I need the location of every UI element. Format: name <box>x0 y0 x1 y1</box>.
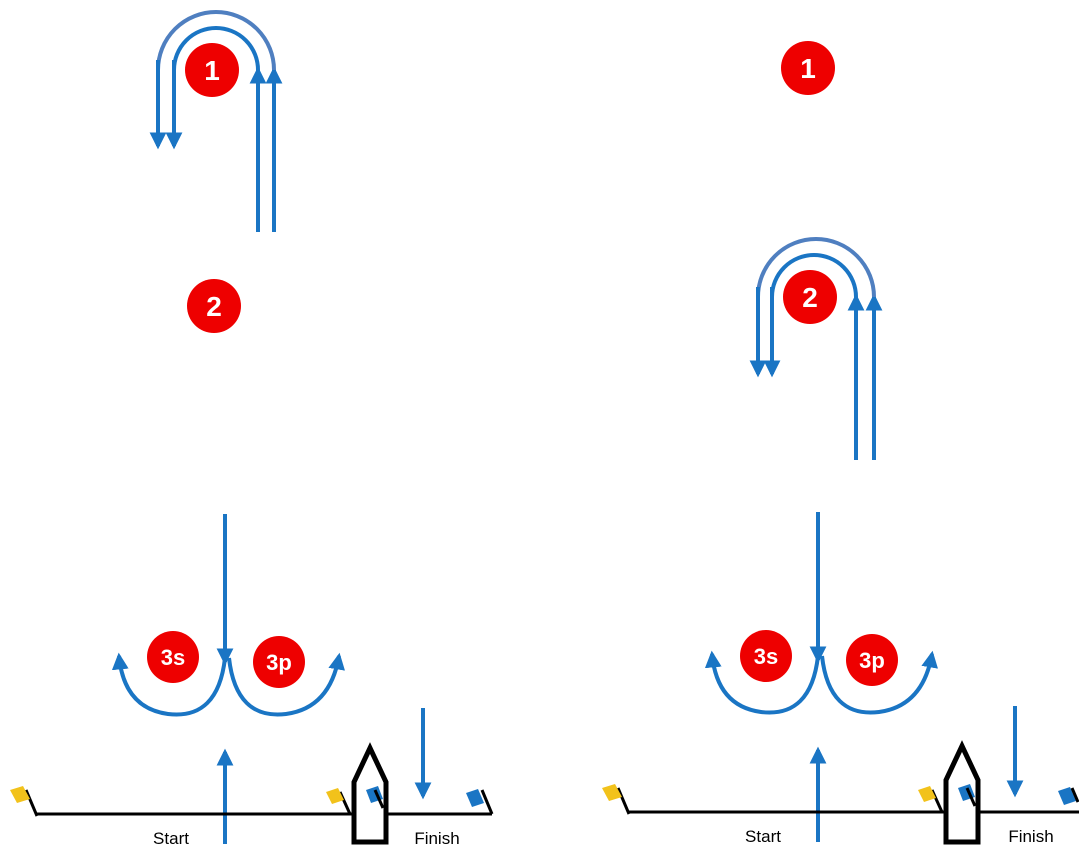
mark-2-label: 2 <box>802 282 818 313</box>
mark-3p: 3p <box>846 634 898 686</box>
committee-flag-yellow <box>326 788 344 804</box>
upwind-route-to-mark-2 <box>749 237 883 460</box>
mark-3s-label: 3s <box>754 644 778 669</box>
route-outer-turn <box>756 237 876 298</box>
mark-1: 1 <box>185 43 239 97</box>
upwind-route-to-mark-1 <box>149 10 283 232</box>
start-label: Start <box>153 829 189 848</box>
finish-line <box>978 787 1079 814</box>
mark-3p: 3p <box>253 636 305 688</box>
mark-1: 1 <box>781 41 835 95</box>
gate-3s-rounding-arrow <box>111 652 227 717</box>
mark-3p-label: 3p <box>859 648 885 673</box>
mark-3s: 3s <box>740 630 792 682</box>
mark-2: 2 <box>187 279 241 333</box>
start-label: Start <box>745 827 781 846</box>
right-diagram: 1 2 3s 3p <box>602 41 1079 846</box>
start-pin-flag-yellow <box>602 784 622 801</box>
finish-line <box>386 789 494 816</box>
start-pin-flag-yellow <box>10 786 30 803</box>
start-pin-pole <box>24 789 39 817</box>
committee-flag-blue <box>958 784 977 807</box>
finish-label: Finish <box>1008 827 1053 846</box>
gate-3p-rounding-arrow <box>227 652 345 717</box>
mark-2-label: 2 <box>206 291 222 322</box>
start-line <box>10 786 354 817</box>
mark-3s: 3s <box>147 631 199 683</box>
route-inner-turn <box>172 26 260 71</box>
committee-flag-yellow <box>918 786 936 802</box>
left-diagram: 1 2 3s 3p <box>10 10 494 848</box>
mark-3p-label: 3p <box>266 650 292 675</box>
mark-3s-label: 3s <box>161 645 185 670</box>
finish-pin-flag-blue <box>466 789 484 807</box>
start-pin-pole <box>616 787 631 815</box>
mark-1-label: 1 <box>800 53 816 84</box>
finish-pin-flag-blue <box>1058 787 1076 805</box>
finish-pin-pole <box>480 789 494 815</box>
start-line <box>602 784 946 815</box>
finish-label: Finish <box>414 829 459 848</box>
route-outer-turn <box>156 10 276 71</box>
finish-pin-pole <box>1070 787 1079 803</box>
route-inner-turn <box>770 253 858 298</box>
mark-2: 2 <box>783 270 837 324</box>
gate-3p-rounding-arrow <box>820 650 938 715</box>
committee-flag-blue <box>366 786 385 809</box>
gate-3s-rounding-arrow <box>704 650 820 715</box>
mark-1-label: 1 <box>204 55 220 86</box>
